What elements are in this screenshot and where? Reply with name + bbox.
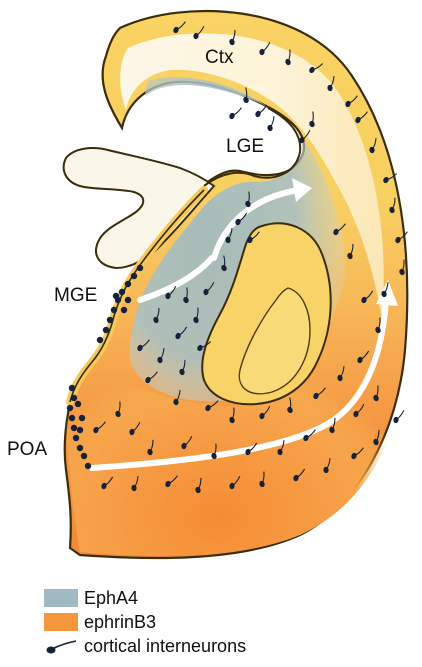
legend-label-epha4: EphA4 bbox=[84, 588, 138, 609]
progenitor-cell bbox=[79, 415, 85, 421]
neuron-icon bbox=[44, 637, 78, 655]
label-lge: LGE bbox=[226, 136, 264, 157]
progenitor-cell bbox=[97, 337, 103, 343]
legend-item-interneurons: cortical interneurons bbox=[44, 634, 246, 658]
legend-item-epha4: EphA4 bbox=[44, 586, 246, 610]
progenitor-cell bbox=[119, 289, 125, 295]
legend: EphA4 ephrinB3 cortical interneurons bbox=[44, 586, 246, 658]
progenitor-cell bbox=[69, 415, 75, 421]
progenitor-cell bbox=[111, 307, 117, 313]
progenitor-cell bbox=[125, 297, 131, 303]
progenitor-cell bbox=[77, 427, 83, 433]
label-poa: POA bbox=[7, 439, 47, 460]
epha4-swatch bbox=[44, 589, 78, 607]
label-mge: MGE bbox=[54, 285, 97, 306]
progenitor-cell bbox=[107, 317, 113, 323]
label-ctx: Ctx bbox=[205, 47, 234, 68]
progenitor-cell bbox=[73, 435, 79, 441]
progenitor-cell bbox=[85, 463, 91, 469]
progenitor-cell bbox=[103, 327, 109, 333]
progenitor-cell bbox=[81, 453, 87, 459]
interneuron bbox=[228, 105, 241, 121]
progenitor-cell bbox=[113, 293, 119, 299]
progenitor-cell bbox=[137, 265, 143, 271]
progenitor-cell bbox=[131, 273, 137, 279]
progenitor-cell bbox=[71, 395, 77, 401]
progenitor-cell bbox=[77, 445, 83, 451]
ephrinb3-swatch bbox=[44, 613, 78, 631]
progenitor-cell bbox=[69, 385, 75, 391]
progenitor-cell bbox=[67, 405, 73, 411]
progenitor-cell bbox=[125, 281, 131, 287]
progenitor-cell bbox=[75, 401, 81, 407]
legend-label-ephrinb3: ephrinB3 bbox=[84, 612, 156, 633]
progenitor-cell bbox=[121, 307, 127, 313]
interneuron bbox=[266, 116, 277, 131]
progenitor-cell bbox=[71, 425, 77, 431]
legend-label-interneurons: cortical interneurons bbox=[84, 636, 246, 657]
legend-item-ephrinb3: ephrinB3 bbox=[44, 610, 246, 634]
